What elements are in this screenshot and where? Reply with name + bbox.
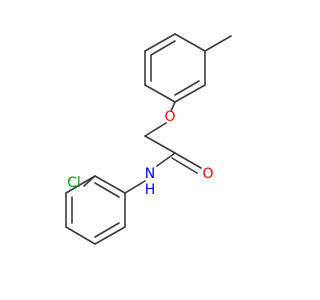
methyl-bond	[204, 35, 232, 52]
bond-layer	[65, 33, 232, 245]
ring-bond	[65, 175, 96, 194]
ring-bond	[174, 33, 206, 52]
ring-bond	[94, 226, 126, 245]
atom-label-o-carbonyl: O	[202, 166, 213, 182]
amide-bond	[156, 152, 176, 167]
atom-label-chlorine: Cl	[67, 175, 81, 191]
ring-inner-bond	[94, 222, 120, 238]
ring-inner-bond	[94, 182, 120, 198]
ring-inner-bond	[150, 40, 176, 56]
ring-bond	[174, 84, 206, 103]
atom-label-n-amide: N	[145, 166, 155, 182]
n-aryl-bond	[124, 180, 146, 194]
atom-label-o-ether: O	[164, 109, 175, 125]
ring-inner-bond	[174, 80, 200, 96]
carbonyl-bond	[171, 157, 198, 174]
atom-label-h-amide: H	[145, 182, 156, 198]
chain-bond	[144, 135, 176, 154]
ring-bond	[65, 226, 96, 245]
ring-bond	[94, 175, 126, 194]
carbonyl-bond	[174, 152, 202, 169]
chlorine-bond	[83, 175, 96, 187]
molecule-structure: O O N H Cl	[65, 33, 232, 245]
ether-bond	[144, 122, 167, 137]
ring-bond	[144, 84, 176, 103]
ring-bond	[144, 33, 176, 52]
ether-bond	[170, 101, 176, 112]
atom-label-layer: O O N H Cl	[67, 109, 213, 198]
